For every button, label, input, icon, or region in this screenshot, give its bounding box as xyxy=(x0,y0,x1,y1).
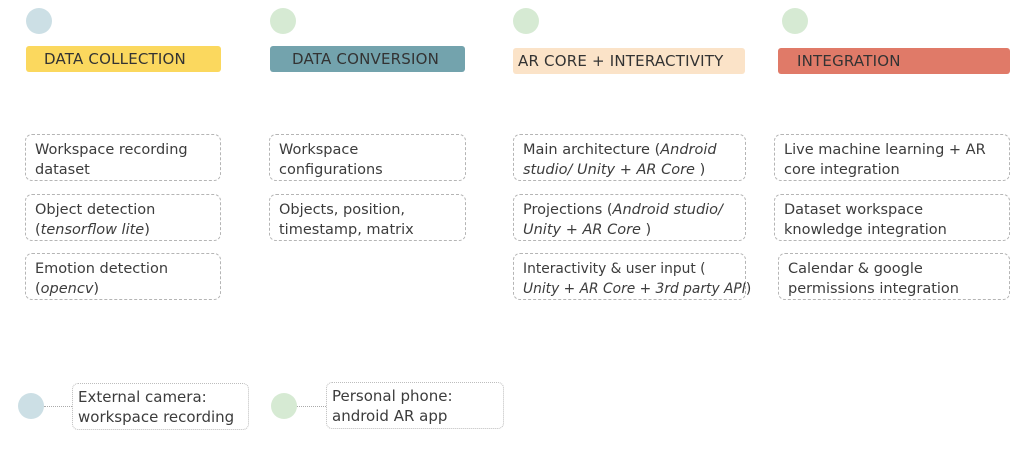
device-dot-phone xyxy=(513,8,539,34)
card-line: studio/ Unity + AR Core ) xyxy=(523,161,706,178)
card-line: Objects, position, xyxy=(279,202,406,218)
card-dataset-workspace: Dataset workspace knowledge integration xyxy=(774,194,1010,241)
card-line: Projections (Android studio/ xyxy=(523,202,723,218)
card-line: knowledge integration xyxy=(784,221,947,238)
card-line: timestamp, matrix xyxy=(279,221,414,238)
card-live-ml: Live machine learning + AR core integrat… xyxy=(774,134,1010,181)
card-interactivity: Interactivity & user input ( Unity + AR … xyxy=(513,253,752,300)
card-line: Object detection xyxy=(35,202,156,218)
card-line: (tensorflow lite) xyxy=(35,221,150,238)
card-object-detection: Object detection (tensorflow lite) xyxy=(25,194,221,241)
card-workspace-recording: Workspace recording dataset xyxy=(25,134,221,181)
card-line: dataset xyxy=(35,161,90,178)
card-emotion-detection: Emotion detection (opencv) xyxy=(25,253,221,300)
card-line: Main architecture (Android xyxy=(523,142,717,158)
card-line: (opencv) xyxy=(35,280,100,297)
legend-connector xyxy=(44,406,72,407)
device-dot-camera xyxy=(26,8,52,34)
device-dot-phone xyxy=(782,8,808,34)
header-ar-core: AR CORE + INTERACTIVITY xyxy=(513,48,745,74)
legend-line: workspace recording xyxy=(78,408,235,426)
card-objects-position: Objects, position, timestamp, matrix xyxy=(269,194,466,241)
card-line: configurations xyxy=(279,161,383,178)
card-main-architecture: Main architecture (Android studio/ Unity… xyxy=(513,134,746,181)
card-line: Emotion detection xyxy=(35,261,169,277)
card-line: Interactivity & user input ( xyxy=(523,261,706,277)
header-data-collection: DATA COLLECTION xyxy=(26,46,221,72)
card-line: Dataset workspace xyxy=(784,202,924,218)
card-line: Live machine learning + AR xyxy=(784,142,986,158)
card-line: Unity + AR Core ) xyxy=(523,221,652,238)
legend-external-camera: External camera: workspace recording xyxy=(72,383,249,430)
card-calendar-google: Calendar & google permissions integratio… xyxy=(778,253,1010,300)
legend-line: External camera: xyxy=(78,388,207,406)
card-line: Workspace recording xyxy=(35,142,188,158)
card-line: Calendar & google xyxy=(788,261,923,277)
card-line: Workspace xyxy=(279,142,359,158)
legend-line: Personal phone: xyxy=(332,387,453,405)
device-dot-phone xyxy=(270,8,296,34)
card-line: permissions integration xyxy=(788,280,959,297)
header-integration: INTEGRATION xyxy=(778,48,1010,74)
legend-dot-phone xyxy=(271,393,297,419)
legend-dot-camera xyxy=(18,393,44,419)
card-projections: Projections (Android studio/ Unity + AR … xyxy=(513,194,746,241)
card-line: Unity + AR Core + 3rd party API) xyxy=(523,280,752,297)
legend-personal-phone: Personal phone: android AR app xyxy=(326,382,504,429)
legend-line: android AR app xyxy=(332,407,448,425)
card-line: core integration xyxy=(784,161,900,178)
header-data-conversion: DATA CONVERSION xyxy=(270,46,465,72)
card-workspace-configurations: Workspace configurations xyxy=(269,134,466,181)
legend-connector xyxy=(297,406,326,407)
